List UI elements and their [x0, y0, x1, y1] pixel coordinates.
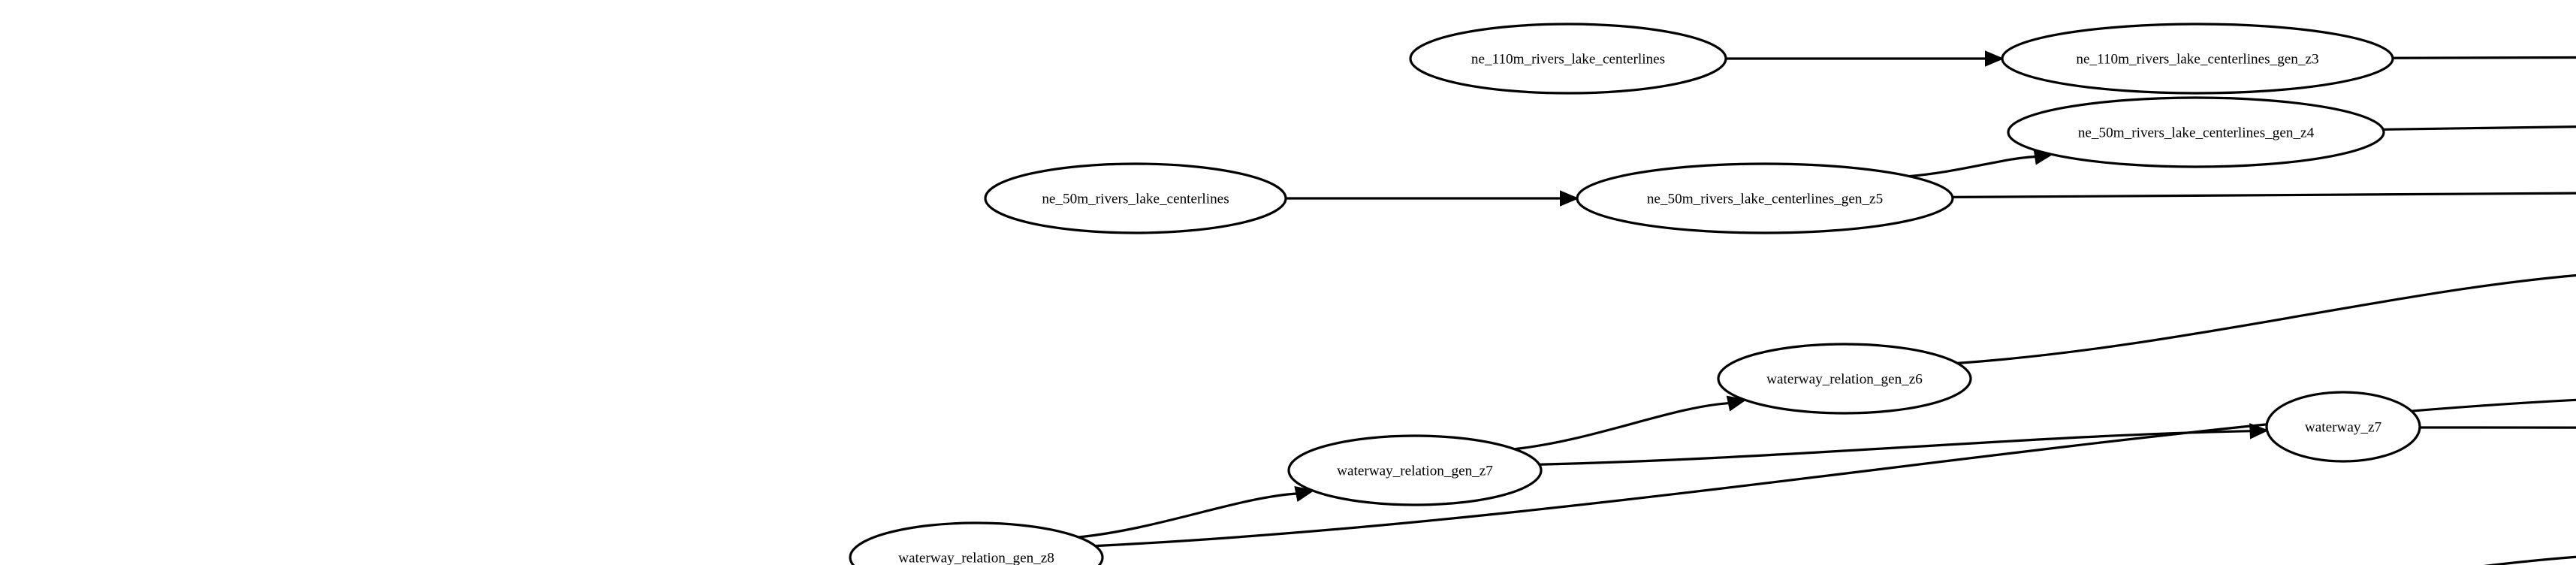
edge-arrowhead	[1294, 485, 1315, 502]
edge-waterway_relation_gen_z6-to-waterway_z6	[1957, 273, 2576, 364]
edge-line	[1952, 192, 2576, 199]
edge-ne_50m_rivers_lake_centerlines-to-ne_50m_rivers_lake_centerlines_gen_z5	[1286, 190, 1579, 207]
edge-ne_50m_rivers_lake_centerlines_gen_z5-to-ne_50m_rivers_lake_centerlines_gen_z4	[1908, 149, 2054, 178]
edge-arrowhead	[2249, 423, 2270, 440]
node-waterway_relation_gen_z8[interactable]: waterway_relation_gen_z8	[849, 521, 1104, 565]
node-ellipse	[1717, 343, 1972, 415]
node-waterway_relation_gen_z6[interactable]: waterway_relation_gen_z6	[1717, 343, 1972, 415]
edge-ne_110m_rivers_lake_centerlines_gen_z3-to-waterway_z3	[2392, 56, 2576, 59]
node-ellipse	[1576, 162, 1954, 234]
edge-ne_50m_rivers_lake_centerlines_gen_z4-to-waterway_z4	[2383, 125, 2576, 131]
node-ellipse	[1287, 434, 1543, 506]
edge-line	[2392, 56, 2576, 59]
edge-waterway_z7-to-layer_waterway	[2419, 426, 2576, 429]
node-ne_50m_rivers_lake_centerlines_gen_z5[interactable]: ne_50m_rivers_lake_centerlines_gen_z5	[1576, 162, 1954, 234]
nodes-layer: imposm3osm_waterway_relationosm_waterway…	[849, 23, 2421, 565]
edge-line	[1957, 273, 2576, 364]
edge-line	[1514, 401, 1731, 451]
node-waterway_relation_gen_z7[interactable]: waterway_relation_gen_z7	[1287, 434, 1543, 506]
node-ellipse	[2001, 23, 2394, 95]
edge-waterway_z10-to-layer_waterway	[2424, 545, 2576, 565]
edge-waterway_relation_gen_z7-to-waterway_z7	[1539, 423, 2270, 466]
edge-ne_110m_rivers_lake_centerlines-to-ne_110m_rivers_lake_centerlines_gen_z3	[1726, 50, 2004, 67]
edge-arrowhead	[1985, 50, 2004, 67]
node-ellipse	[984, 162, 1287, 234]
node-ellipse	[2007, 96, 2385, 168]
node-ne_110m_rivers_lake_centerlines[interactable]: ne_110m_rivers_lake_centerlines	[1409, 23, 1727, 95]
node-ellipse	[1409, 23, 1727, 95]
edge-ne_50m_rivers_lake_centerlines_gen_z5-to-waterway_z5	[1952, 192, 2576, 199]
edge-waterway_relation_gen_z8-to-waterway_relation_gen_z7	[1078, 485, 1315, 539]
node-ellipse	[2265, 391, 2421, 463]
node-waterway_z7[interactable]: waterway_z7	[2265, 391, 2421, 463]
edge-line	[2383, 125, 2576, 131]
edge-line	[1539, 430, 2252, 466]
edge-waterway_relation_gen_z7-to-waterway_relation_gen_z6	[1514, 395, 1747, 451]
edge-osm_important_waterway_linestring_gen_z9-to-waterway_z9	[2483, 555, 2576, 565]
node-ne_50m_rivers_lake_centerlines[interactable]: ne_50m_rivers_lake_centerlines	[984, 162, 1287, 234]
edge-line	[1908, 155, 2038, 178]
edge-arrowhead	[1726, 395, 1747, 412]
node-ne_110m_rivers_lake_centerlines_gen_z3[interactable]: ne_110m_rivers_lake_centerlines_gen_z3	[2001, 23, 2394, 95]
edge-line	[2419, 426, 2576, 429]
edge-line	[2483, 555, 2576, 565]
node-ellipse	[849, 521, 1104, 565]
edge-line	[1078, 492, 1299, 539]
node-ne_50m_rivers_lake_centerlines_gen_z4[interactable]: ne_50m_rivers_lake_centerlines_gen_z4	[2007, 96, 2385, 168]
edge-arrowhead	[1560, 190, 1579, 207]
